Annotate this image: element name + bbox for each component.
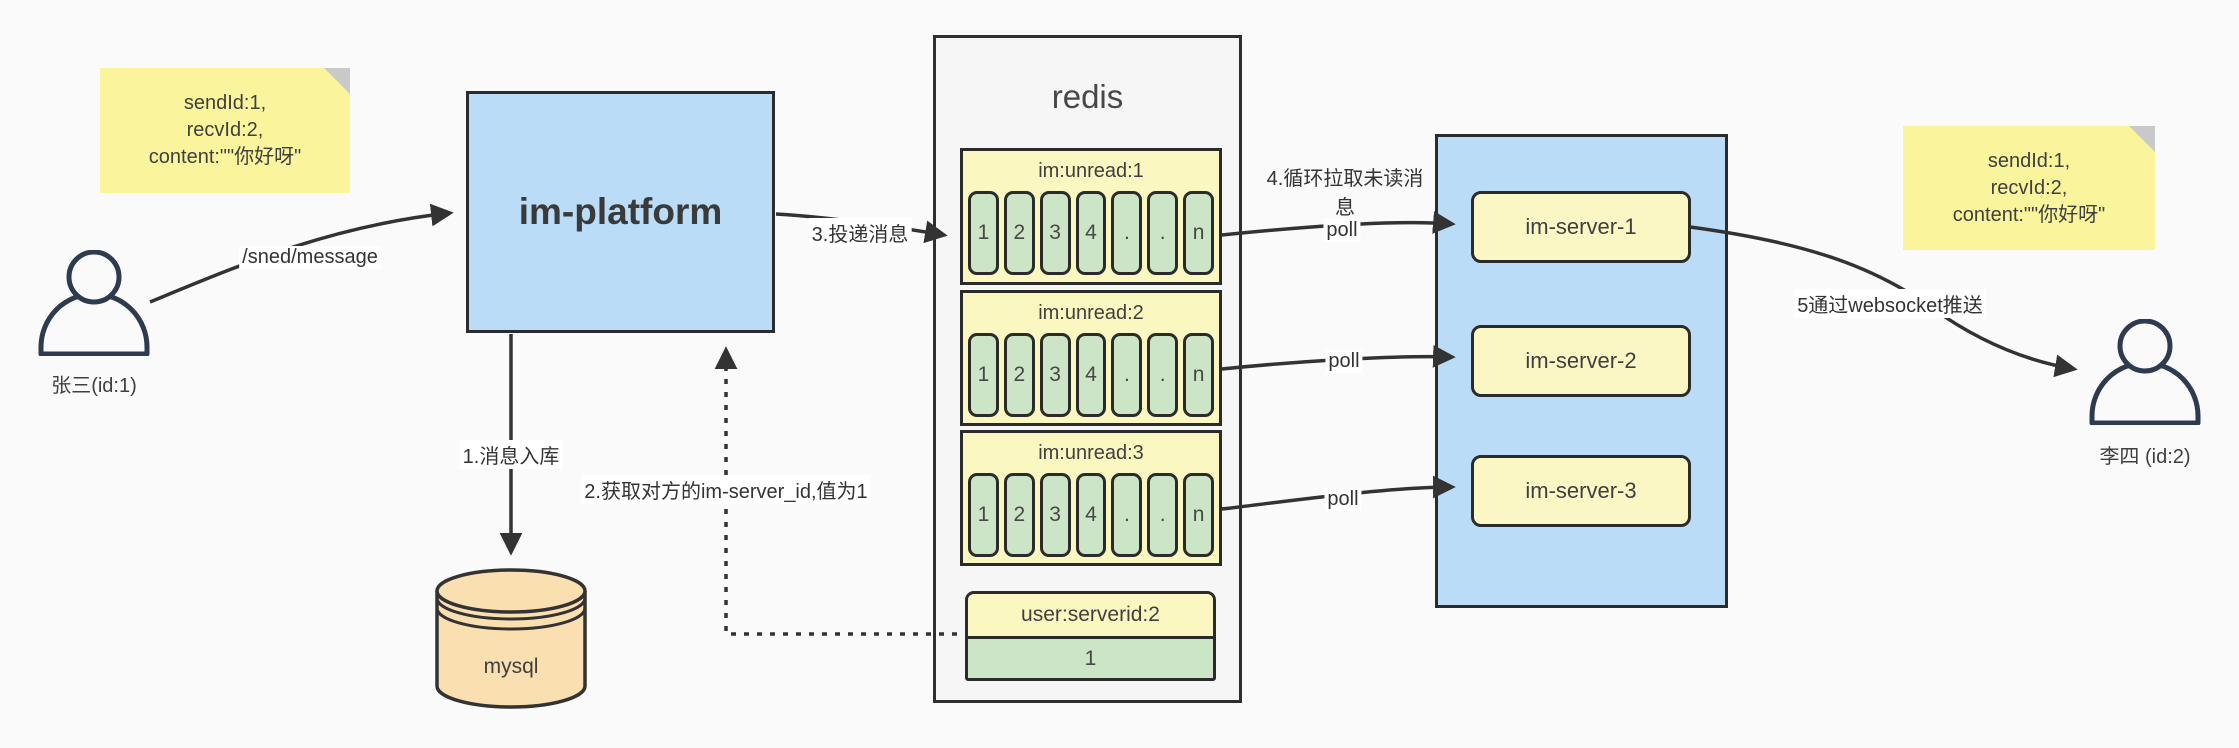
edge-label-step4: 4.循环拉取未读消息 bbox=[1266, 168, 1424, 219]
queue-cell: . bbox=[1111, 473, 1143, 557]
im-platform-label: im-platform bbox=[518, 191, 723, 232]
edge-label-step3: 3.投递消息 bbox=[808, 218, 912, 247]
queue-cell: 3 bbox=[1039, 473, 1071, 557]
note-line: sendId:1, bbox=[1987, 149, 2071, 172]
im-platform-box: im-platform bbox=[466, 91, 775, 333]
queue-cell: . bbox=[1111, 333, 1143, 417]
mysql-label: mysql bbox=[484, 655, 539, 678]
edge-label-step1: 1.消息入库 bbox=[459, 440, 563, 469]
edge-label-poll-3: poll bbox=[1324, 488, 1362, 511]
user-serverid-box: user:serverid:2 1 bbox=[965, 591, 1216, 681]
note-line: sendId:1, bbox=[183, 92, 267, 114]
sender-message-note: sendId:1, recvId:2, content:""你好呀" bbox=[100, 68, 350, 193]
queue-cells: 1 2 3 4 . . n bbox=[963, 473, 1219, 562]
receiver-message-note: sendId:1, recvId:2, content:""你好呀" bbox=[1903, 126, 2155, 250]
queue-name: im:unread:2 bbox=[1038, 302, 1144, 324]
redis-title: redis bbox=[1051, 78, 1124, 115]
queue-im-unread-2: im:unread:2 1 2 3 4 . . n bbox=[960, 290, 1222, 426]
queue-cell: 3 bbox=[1039, 333, 1071, 417]
queue-cell: 4 bbox=[1075, 473, 1107, 557]
queue-im-unread-3: im:unread:3 1 2 3 4 . . n bbox=[960, 430, 1222, 566]
queue-cells: 1 2 3 4 . . n bbox=[963, 191, 1219, 280]
queue-cell: n bbox=[1183, 191, 1215, 275]
queue-cell: 4 bbox=[1075, 333, 1107, 417]
receiver-user-icon bbox=[2089, 319, 2201, 425]
edge-label-poll-1: poll bbox=[1323, 219, 1361, 242]
im-server-3-box: im-server-3 bbox=[1471, 455, 1691, 527]
queue-cell: 1 bbox=[968, 473, 999, 557]
edge-label-send-message: /sned/message bbox=[239, 246, 381, 269]
queue-cell: n bbox=[1183, 333, 1215, 417]
queue-cell: 1 bbox=[968, 333, 999, 417]
queue-cell: 2 bbox=[1003, 333, 1035, 417]
queue-cell: . bbox=[1111, 191, 1143, 275]
queue-cell: . bbox=[1147, 333, 1179, 417]
queue-im-unread-1: im:unread:1 1 2 3 4 . . n bbox=[960, 148, 1222, 285]
mysql-database-icon: mysql bbox=[435, 568, 587, 709]
im-server-2-label: im-server-2 bbox=[1525, 348, 1637, 373]
receiver-label: 李四 (id:2) bbox=[2099, 446, 2191, 468]
note-line: content:""你好呀" bbox=[148, 146, 302, 168]
queue-cell: 3 bbox=[1039, 191, 1071, 275]
user-serverid-value: 1 bbox=[1084, 647, 1097, 670]
sender-user-icon bbox=[38, 250, 150, 356]
queue-cell: 1 bbox=[968, 191, 999, 275]
edge-label-step2: 2.获取对方的im-server_id,值为1 bbox=[581, 475, 871, 504]
note-line: recvId:2, bbox=[186, 119, 264, 141]
queue-name: im:unread:3 bbox=[1038, 442, 1144, 464]
queue-cell: . bbox=[1147, 191, 1179, 275]
user-serverid-key: user:serverid:2 bbox=[968, 594, 1213, 639]
edge-label-step5: 5通过websocket推送 bbox=[1794, 289, 1986, 318]
queue-cell: 2 bbox=[1003, 191, 1035, 275]
im-server-cluster: im-server-1 im-server-2 im-server-3 bbox=[1435, 134, 1728, 608]
queue-cell: . bbox=[1147, 473, 1179, 557]
sender-label: 张三(id:1) bbox=[51, 375, 137, 397]
note-fold-icon bbox=[2129, 126, 2155, 152]
im-server-2-box: im-server-2 bbox=[1471, 325, 1691, 397]
im-server-1-box: im-server-1 bbox=[1471, 191, 1691, 263]
queue-cell: 4 bbox=[1075, 191, 1107, 275]
note-line: recvId:2, bbox=[1990, 176, 2068, 199]
note-line: content:""你好呀" bbox=[1952, 203, 2106, 226]
im-server-1-label: im-server-1 bbox=[1525, 214, 1637, 239]
queue-cells: 1 2 3 4 . . n bbox=[963, 333, 1219, 422]
queue-name: im:unread:1 bbox=[1038, 160, 1144, 182]
redis-container: redis im:unread:1 1 2 3 4 . . n im:unrea… bbox=[933, 35, 1242, 703]
note-fold-icon bbox=[324, 68, 350, 94]
im-server-3-label: im-server-3 bbox=[1525, 478, 1637, 503]
edge-label-poll-2: poll bbox=[1325, 350, 1363, 373]
queue-cell: n bbox=[1183, 473, 1215, 557]
queue-cell: 2 bbox=[1003, 473, 1035, 557]
